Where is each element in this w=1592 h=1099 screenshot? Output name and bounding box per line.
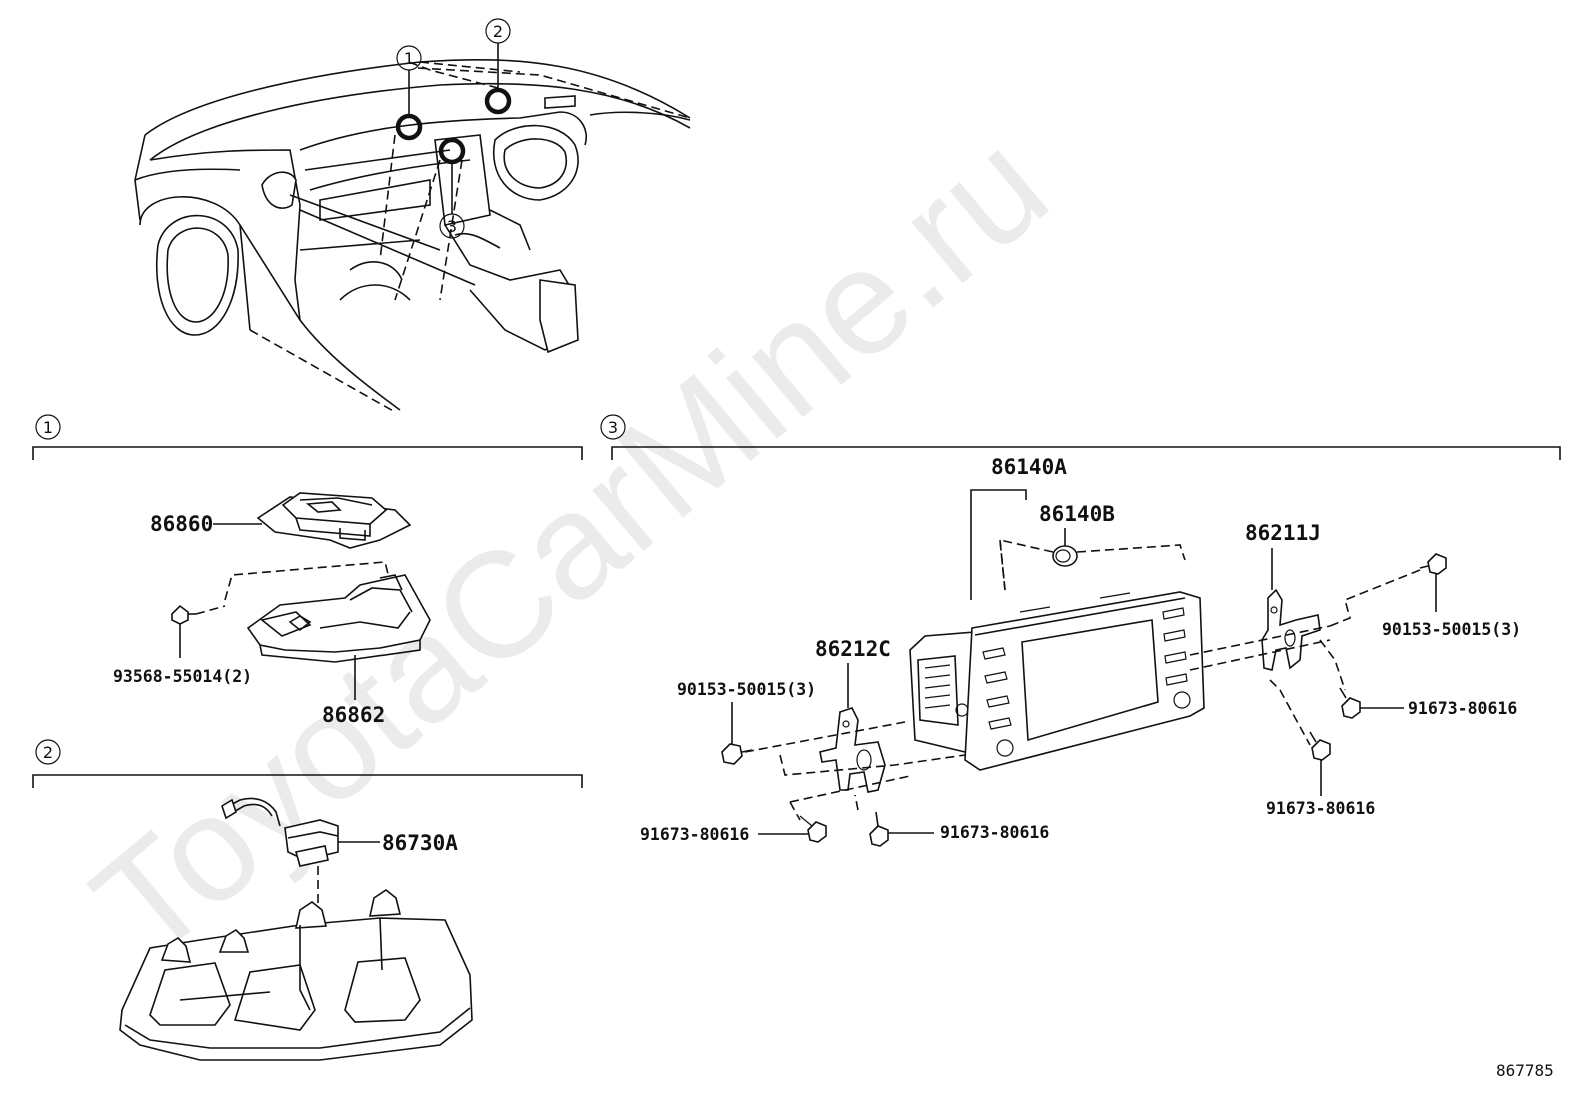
label-86862: 86862 [322,703,385,727]
part-86860-module [256,492,412,549]
label-86211J: 86211J [1245,521,1321,545]
part-86140B-knob [1052,545,1078,567]
section-2: 2 86730A [32,739,583,1061]
callout-2: 2 [493,22,503,41]
part-90153-screw-left [721,743,753,765]
label-86140B: 86140B [1039,502,1115,526]
label-91673-a: 91673-80616 [640,825,749,844]
label-93568: 93568-55014(2) [113,667,252,686]
location-ring-1 [395,113,423,141]
part-91673-screw-b [869,811,889,847]
section-1-bracket [32,446,583,460]
label-91673-b: 91673-80616 [940,823,1049,842]
callout-3: 3 [447,217,457,236]
location-ring-3 [438,137,466,165]
label-90153-right: 90153-50015(3) [1382,620,1521,639]
overhead-console-housing [119,889,473,1061]
location-ring-2 [484,87,512,115]
label-86860: 86860 [150,512,213,536]
label-86140A: 86140A [991,455,1067,479]
part-86212C-bracket [819,707,886,793]
label-91673-c: 91673-80616 [1408,699,1517,718]
section-3: 3 86140A 86140B [600,414,1561,847]
part-93568-screw [171,604,226,625]
section-1-index: 1 [43,418,53,437]
section-3-bracket [611,446,1561,460]
part-91673-screw-c [1339,687,1361,719]
label-91673-d: 91673-80616 [1266,799,1375,818]
part-91673-screw-a [799,815,827,843]
diagram-reference-number: 867785 [1496,1061,1554,1080]
label-90153-left: 90153-50015(3) [677,680,816,699]
section-2-bracket [32,774,583,788]
section-2-index: 2 [43,743,53,762]
label-86212C: 86212C [815,637,891,661]
label-86730A: 86730A [382,831,458,855]
section-1: 1 86860 86862 [32,414,583,727]
callout-1: 1 [404,49,414,68]
part-86730A-sensor [221,797,339,867]
section-3-index: 3 [608,418,618,437]
part-86862-bracket [224,561,431,663]
part-91673-screw-d [1309,731,1331,761]
part-90153-screw-right [1419,553,1447,575]
part-86140A-display-unit [909,591,1205,771]
part-86211J-bracket [1261,588,1321,671]
vehicle-interior-overview: 1 2 3 [134,18,691,413]
